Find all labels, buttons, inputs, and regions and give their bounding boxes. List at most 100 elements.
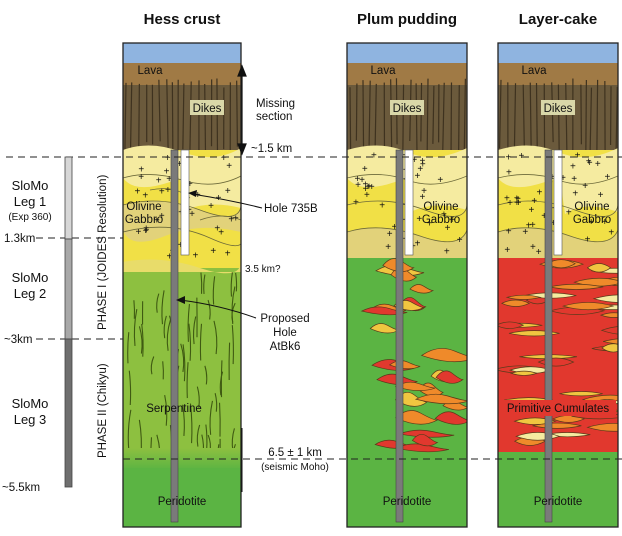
serpentine-vein — [182, 344, 186, 382]
leg3-line2: Leg 3 — [14, 412, 47, 427]
gabbro-plus-mark: + — [457, 235, 463, 246]
gabbro-plus-mark: + — [165, 185, 171, 196]
serpentine-vein — [162, 361, 164, 380]
gabbro-plus-mark: + — [588, 217, 594, 228]
gabbro-plus-mark: + — [221, 153, 227, 164]
phase2-label: PHASE II (Chikyu) — [97, 363, 109, 458]
gabbro-plus-mark: + — [166, 174, 172, 185]
gabbro-plus-mark: + — [417, 164, 423, 175]
gabbro-plus-mark: + — [595, 159, 601, 170]
depth-1-3km: 1.3km — [4, 233, 35, 245]
serpentine-vein — [231, 302, 236, 323]
gabbro-plus-mark: + — [514, 198, 520, 209]
gabbro-plus-mark: + — [366, 182, 372, 193]
serpentine-vein — [133, 309, 138, 347]
serpentine-vein — [164, 395, 168, 426]
gabbro-plus-mark: + — [411, 155, 417, 166]
depth-bar-leg3 — [64, 338, 73, 488]
gabbro-plus-mark: + — [449, 215, 455, 226]
gabbro-plus-mark: + — [363, 180, 369, 191]
serpentine-vein — [230, 272, 233, 297]
dike-stroke — [589, 87, 593, 155]
cumulate-band — [506, 294, 542, 300]
leg2-line1: SloMo — [12, 270, 49, 285]
gabbro-plus-mark: + — [156, 175, 162, 186]
gabbro-plus-mark: + — [364, 190, 370, 201]
cumulate-band — [601, 343, 618, 353]
serpentine-vein — [150, 356, 155, 375]
gabbro-plus-mark: + — [602, 217, 608, 228]
cumulate-blob — [411, 433, 439, 447]
hess-crust-title: Hess crust — [144, 11, 221, 28]
gabbro-plus-mark: + — [571, 174, 577, 185]
cumulate-band — [546, 259, 576, 269]
gabbro-plus-mark: + — [143, 226, 149, 237]
gabbro-plus-mark: + — [516, 198, 522, 209]
layer-gabbro-label-1: Olivine — [574, 201, 609, 213]
dike-stroke — [166, 79, 169, 153]
hess-lava-label: Lava — [138, 65, 164, 77]
depth-bar-leg1 — [64, 156, 73, 240]
serpentine-vein — [203, 274, 206, 294]
hess-gabbro-label-1: Olivine — [126, 201, 161, 213]
gabbro-plus-mark: + — [444, 246, 450, 257]
hole-735b-leader — [191, 193, 263, 209]
plum-dikes-label: Dikes — [393, 103, 422, 115]
depth-5-5km: ~5.5km — [2, 482, 40, 494]
gabbro-plus-mark: + — [228, 214, 234, 225]
cumulate-blob — [409, 284, 435, 294]
gabbro-plus-mark: + — [138, 165, 144, 176]
layer-cake-column: ++++++++++++++++++++++++++++++++++++++++… — [498, 43, 618, 527]
gabbro-plus-mark: + — [570, 162, 576, 173]
gabbro-plus-mark: + — [210, 246, 216, 257]
dike-stroke — [580, 84, 583, 145]
serpentine-vein — [209, 400, 214, 435]
dike-stroke — [596, 79, 599, 159]
plum-pudding-title: Plum pudding — [357, 11, 457, 28]
dike-stroke — [138, 83, 140, 152]
gabbro-plus-mark: + — [604, 172, 610, 183]
hess-serpentine-label: Serpentine — [146, 403, 202, 415]
gabbro-plus-mark: + — [530, 220, 536, 231]
gabbro-plus-mark: + — [355, 180, 361, 191]
dike-stroke — [585, 79, 587, 155]
gabbro-plus-mark: + — [225, 186, 231, 197]
gabbro-plus-mark: + — [143, 224, 149, 235]
cumulate-blob — [369, 323, 401, 334]
gabbro-plus-mark: + — [159, 211, 165, 222]
dike-stroke — [124, 82, 127, 156]
gabbro-plus-mark: + — [143, 225, 149, 236]
dike-stroke — [557, 84, 560, 151]
gabbro-plus-mark: + — [363, 184, 369, 195]
gabbro-plus-mark: + — [421, 186, 427, 197]
gabbro-plus-mark: + — [415, 239, 421, 250]
leg1-line1: SloMo — [12, 178, 49, 193]
serpentine-vein — [212, 276, 216, 305]
layer-gabbro-label-2: Gabbro — [573, 214, 611, 226]
gabbro-plus-mark: + — [504, 194, 510, 205]
serpentine-vein — [205, 424, 208, 450]
gabbro-plus-mark: + — [365, 182, 371, 193]
cumulate-blob — [394, 381, 436, 391]
cumulate-band — [586, 423, 618, 432]
missing-label-2: section — [256, 111, 292, 123]
proposed-label-3: AtBk6 — [270, 341, 301, 353]
layer-lava-label: Lava — [522, 65, 548, 77]
phase1-label: PHASE I (JOIDES Resolution) — [97, 175, 109, 330]
gabbro-plus-mark: + — [598, 190, 604, 201]
dike-stroke — [171, 82, 174, 156]
cumulate-blob — [395, 410, 439, 425]
dike-stroke — [415, 83, 418, 164]
cumulate-band — [599, 312, 618, 318]
missing-section-arrow — [237, 64, 247, 156]
leg1-line3: (Exp 360) — [8, 212, 51, 223]
gabbro-plus-mark: + — [416, 214, 422, 225]
serpentine-vein — [214, 393, 218, 412]
gabbro-plus-mark: + — [586, 156, 592, 167]
gabbro-plus-mark: + — [371, 150, 377, 161]
dike-stroke — [189, 81, 192, 150]
gabbro-plus-mark: + — [506, 168, 512, 179]
gabbro-plus-mark: + — [427, 219, 433, 230]
serpentine-vein — [128, 370, 132, 406]
